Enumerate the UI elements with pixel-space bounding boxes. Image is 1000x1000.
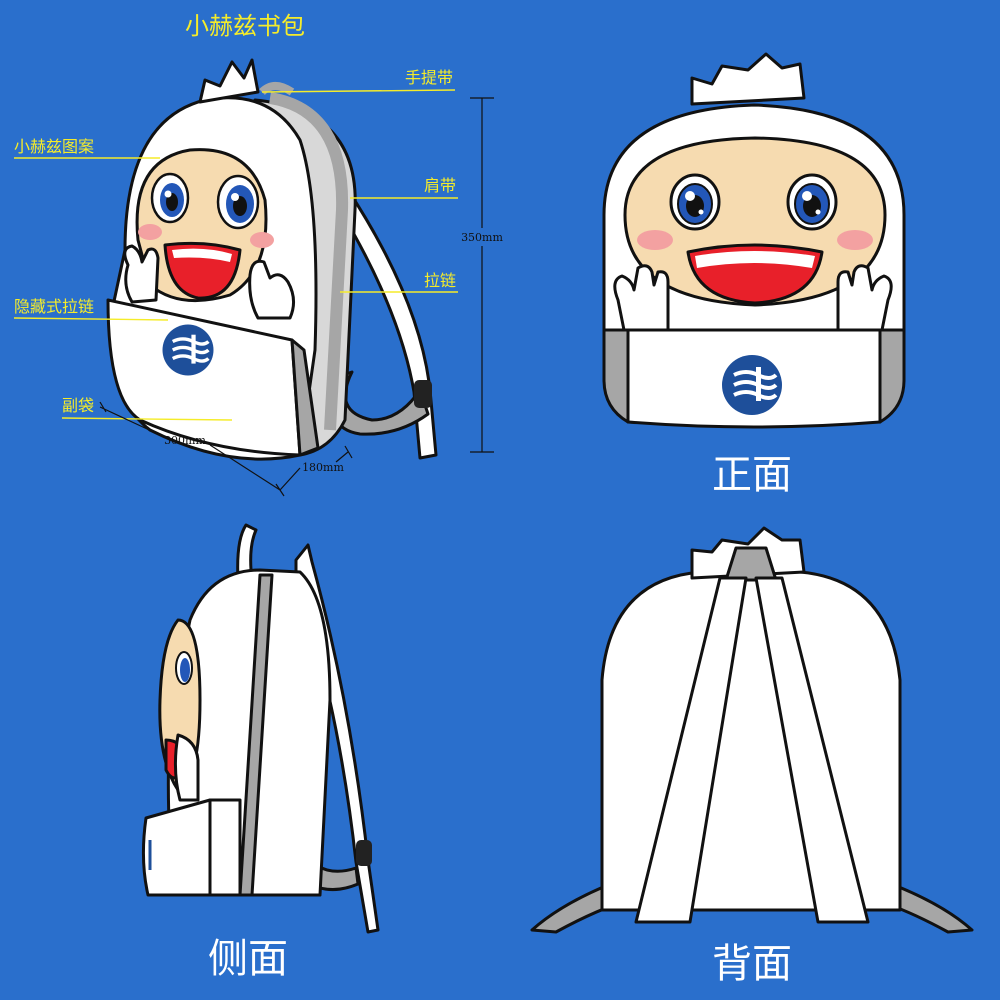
mascot-hand (173, 733, 200, 802)
hair-tuft (198, 58, 260, 104)
mascot-hand-left (613, 264, 670, 332)
carry-handle (259, 82, 295, 96)
backpack-three-quarter-view: 手提带 小赫兹图案 肩带 拉链 隐藏式拉链 副袋 350mm 300mm 180… (13, 58, 503, 497)
mascot-hand-right (248, 259, 295, 320)
carry-handle (724, 546, 778, 582)
label-hidden-zipper: 隐藏式拉链 (14, 297, 94, 316)
label-side-pocket: 副袋 (62, 396, 94, 415)
mascot-hand-right (836, 264, 893, 332)
zipper-track (268, 92, 349, 431)
strap-right (754, 576, 870, 924)
sheet-title: 小赫兹书包 (185, 12, 305, 40)
mascot-eye-right (786, 173, 838, 231)
view-label-side: 侧面 (208, 936, 288, 982)
backpack-side-view (141, 523, 380, 934)
strap-buckle (356, 840, 372, 866)
carry-handle (236, 523, 258, 582)
view-label-back: 背面 (712, 941, 792, 987)
mascot-hand-left (123, 244, 160, 304)
logo-mark (720, 353, 784, 417)
view-label-front: 正面 (712, 452, 792, 498)
backpack-back-view (530, 526, 974, 934)
dimension-depth: 180mm (279, 445, 353, 491)
dimension-width: 300mm (99, 401, 285, 497)
label-zipper: 拉链 (424, 271, 456, 290)
backpack-front-view (602, 52, 906, 429)
logo-mark (160, 322, 216, 378)
label-strap: 肩带 (424, 176, 456, 195)
svg-text:180mm: 180mm (302, 461, 344, 474)
dimension-height: 350mm (461, 97, 503, 453)
bag-body (600, 570, 902, 912)
front-pocket (106, 298, 302, 457)
strap-left (634, 576, 748, 924)
svg-text:350mm: 350mm (461, 231, 503, 244)
svg-text:300mm: 300mm (164, 434, 206, 447)
strap-buckle (414, 380, 432, 408)
mascot-eye-left (669, 173, 721, 231)
label-handle: 手提带 (405, 68, 453, 87)
hair-tuft (690, 52, 806, 106)
zipper-track (238, 573, 274, 897)
label-pattern: 小赫兹图案 (14, 137, 94, 156)
side-pocket (141, 798, 212, 897)
